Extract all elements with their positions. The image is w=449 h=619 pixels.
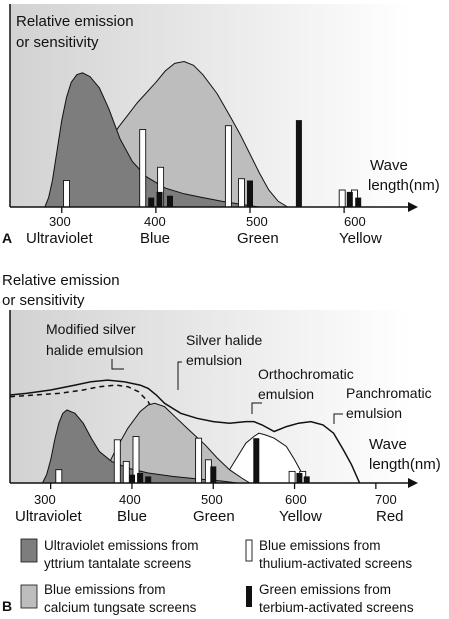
annotation-modified-silver-halide: Modified silver halide emulsion (46, 321, 143, 358)
panel-a-black-bar-0 (148, 197, 155, 207)
panel-a-area-1 (44, 72, 260, 208)
panel-a-x-axis-arrow (408, 202, 418, 212)
panel-a-ylabel: Relative emission or sensitivity (16, 13, 138, 51)
panel-a-black-bar-1 (156, 191, 163, 207)
annotation-silver-halide: Silver halide emulsion (186, 332, 266, 368)
panel-a-white-bar-0 (63, 180, 70, 208)
panel-b-black-bar-4 (253, 438, 260, 483)
panel-b-ticks (50, 483, 377, 489)
panel-b-tick-500: 500 (201, 492, 223, 507)
panel-b-tick-400: 400 (119, 492, 141, 507)
panel-b-white-bar-6 (288, 470, 296, 484)
leader-ortho (251, 402, 262, 414)
leader-pan (333, 413, 343, 424)
panel-a-tick-600: 600 (344, 214, 366, 229)
panel-a-white-bar-5 (338, 189, 346, 208)
panel-b-tick-300: 300 (34, 492, 56, 507)
panel-b-region-red: Red (376, 508, 404, 525)
annotation-orthochromatic: Orthochromatic emulsion (258, 366, 358, 402)
panel-b: Relative emission or sensitivity Modifie… (2, 272, 441, 615)
panel-b-black-bar-0 (129, 474, 135, 483)
panel-a-black-bar-6 (355, 197, 362, 207)
panel-b-white-bar-0 (55, 469, 63, 484)
panel-a-white-bar-1 (139, 129, 147, 208)
leader-modified (111, 359, 124, 370)
legend-swatch-terbium (246, 586, 252, 607)
panel-b-black-bar-6 (303, 476, 310, 483)
panel-a-tick-500: 500 (246, 214, 268, 229)
legend-label-calcium: Blue emissions from calcium tungsate scr… (44, 582, 197, 615)
legend-label-thulium: Blue emissions from thulium-activated sc… (259, 538, 412, 571)
panel-b-region-blue: Blue (117, 508, 147, 525)
legend-swatch-thulium (245, 539, 253, 562)
panel-a-region-green: Green (237, 230, 279, 247)
panel-a-region-yellow: Yellow (339, 230, 382, 247)
panel-b-xlabel: Wave length(nm) (369, 436, 441, 473)
panel-a-region-blue: Blue (140, 230, 170, 247)
panel-a-tick-300: 300 (49, 214, 71, 229)
panel-a-xlabel: Wave length(nm) (368, 157, 440, 194)
panel-b-region-green: Green (193, 508, 235, 525)
panel-b-white-bar-1 (113, 439, 121, 484)
panel-b-curve-0 (9, 379, 361, 484)
panel-a-white-bar-4 (238, 178, 245, 208)
panel-b-black-bar-2 (145, 476, 152, 483)
panel-a-black-bar-2 (167, 195, 173, 207)
panel-b-ylabel: Relative emission or sensitivity (2, 272, 124, 309)
legend: Ultraviolet emissions from yttrium tanta… (20, 538, 414, 615)
panel-b-plot (9, 379, 361, 484)
panel-a-letter: A (2, 230, 12, 246)
annotation-panchromatic: Panchromatic emulsion (346, 385, 435, 421)
panel-b-region-yellow: Yellow (279, 508, 322, 525)
panel-b-letter: B (2, 598, 12, 614)
panel-b-region-ultraviolet: Ultraviolet (15, 508, 83, 525)
panel-b-tick-600: 600 (285, 492, 307, 507)
panel-a-black-bar-4 (295, 120, 302, 207)
panel-b-white-bar-4 (195, 437, 203, 484)
panel-a-white-bar-3 (224, 125, 232, 208)
legend-swatch-yttrium (20, 538, 38, 563)
panel-b-x-axis-arrow (408, 478, 418, 488)
legend-swatch-calcium (20, 584, 38, 609)
legend-label-terbium: Green emissions from terbium-activated s… (259, 582, 414, 615)
legend-label-yttrium: Ultraviolet emissions from yttrium tanta… (44, 538, 202, 571)
panel-b-tick-700: 700 (375, 492, 397, 507)
panel-a-region-ultraviolet: Ultraviolet (26, 230, 94, 247)
panel-b-black-bar-1 (137, 473, 144, 483)
leader-silver (177, 361, 182, 390)
panel-a-tick-400: 400 (144, 214, 166, 229)
panel-a: Relative emission or sensitivity Wave le… (2, 4, 440, 247)
panel-a-plot (44, 60, 362, 208)
panel-b-white-bar-2 (122, 460, 130, 484)
panel-b-black-bar-5 (296, 473, 303, 483)
panel-b-black-bar-3 (210, 466, 217, 483)
panel-a-black-bar-3 (247, 180, 253, 207)
panel-a-black-bar-5 (346, 191, 353, 207)
panel-a-ticks (61, 207, 345, 213)
